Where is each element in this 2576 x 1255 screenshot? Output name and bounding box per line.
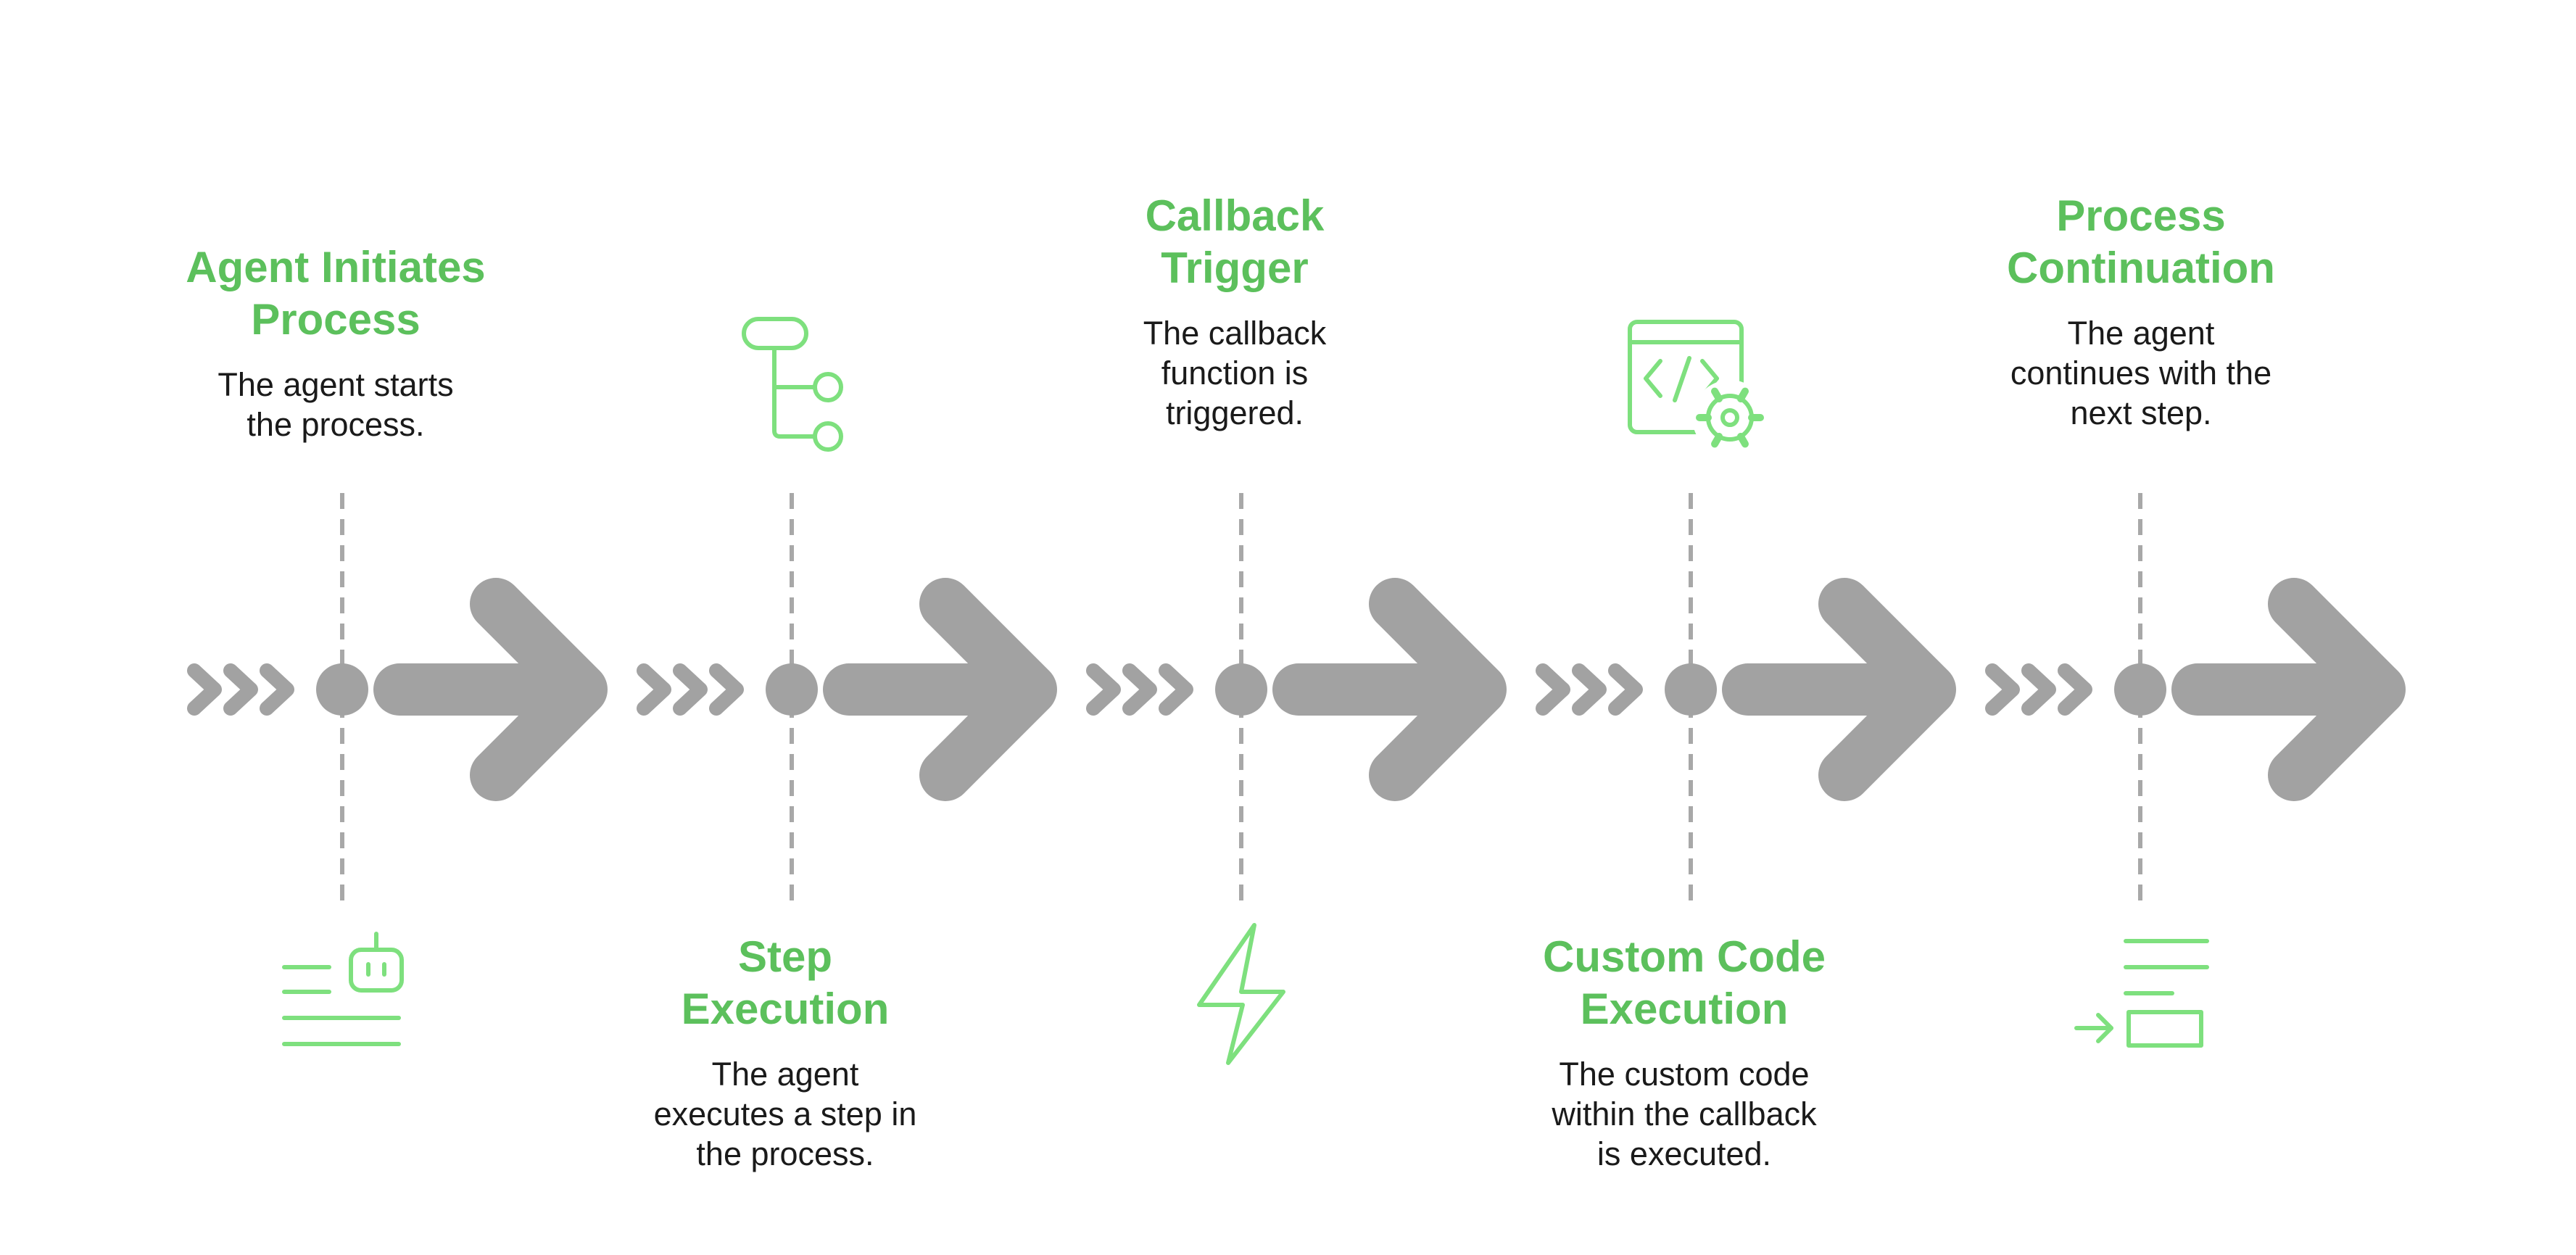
continue-list-icon bbox=[2074, 939, 2209, 1048]
step-5-title: Process Continuation bbox=[2007, 191, 2275, 292]
step-2-description: The agent executes a step in the process… bbox=[653, 1056, 917, 1172]
step-1-label: Agent Initiates Process The agent starts… bbox=[111, 241, 560, 444]
flow-arrow-2 bbox=[823, 578, 1057, 801]
chevron-4-1 bbox=[1536, 663, 1570, 716]
chevron-2-2 bbox=[673, 663, 708, 716]
chevron-3-3 bbox=[1159, 663, 1193, 716]
chevron-5-2 bbox=[2021, 663, 2056, 716]
step-5-label: Process Continuation The agent continues… bbox=[1916, 190, 2366, 433]
chevron-1-2 bbox=[223, 663, 258, 716]
chevron-2-1 bbox=[637, 663, 671, 716]
chevron-3-2 bbox=[1122, 663, 1157, 716]
flow-arrow-4 bbox=[1722, 578, 1956, 801]
step-5-description: The agent continues with the next step. bbox=[2010, 315, 2272, 431]
step-3-description: The callback function is triggered. bbox=[1143, 315, 1327, 431]
chevron-3-1 bbox=[1086, 663, 1121, 716]
node-4 bbox=[1665, 663, 1717, 716]
chevron-5-1 bbox=[1985, 663, 2020, 716]
step-4-label: Custom Code Execution The custom code wi… bbox=[1459, 931, 1909, 1174]
chevron-4-3 bbox=[1608, 663, 1643, 716]
flow-arrow-1 bbox=[373, 578, 608, 801]
chevron-1-1 bbox=[187, 663, 222, 716]
robot-document-icon bbox=[282, 932, 404, 1046]
chevron-4-2 bbox=[1572, 663, 1607, 716]
step-4-title: Custom Code Execution bbox=[1543, 932, 1826, 1033]
lightning-icon bbox=[1197, 923, 1285, 1065]
node-3 bbox=[1215, 663, 1267, 716]
flow-arrow-3 bbox=[1272, 578, 1507, 801]
step-1-description: The agent starts the process. bbox=[218, 366, 454, 443]
node-2 bbox=[766, 663, 818, 716]
branch-flow-icon bbox=[742, 317, 843, 452]
chevron-2-3 bbox=[709, 663, 744, 716]
chevron-5-3 bbox=[2058, 663, 2092, 716]
node-1 bbox=[316, 663, 368, 716]
step-3-title: Callback Trigger bbox=[1145, 191, 1325, 292]
node-5 bbox=[2114, 663, 2166, 716]
step-2-title: Step Execution bbox=[681, 932, 890, 1033]
chevron-1-3 bbox=[260, 663, 294, 716]
code-window-gear-icon bbox=[1628, 320, 1768, 455]
step-2-label: Step Execution The agent executes a step… bbox=[560, 931, 1010, 1174]
step-3-label: Callback Trigger The callback function i… bbox=[1010, 190, 1459, 433]
step-4-description: The custom code within the callback is e… bbox=[1552, 1056, 1817, 1172]
step-1-title: Agent Initiates Process bbox=[186, 243, 486, 344]
flow-arrow-5 bbox=[2171, 578, 2406, 801]
